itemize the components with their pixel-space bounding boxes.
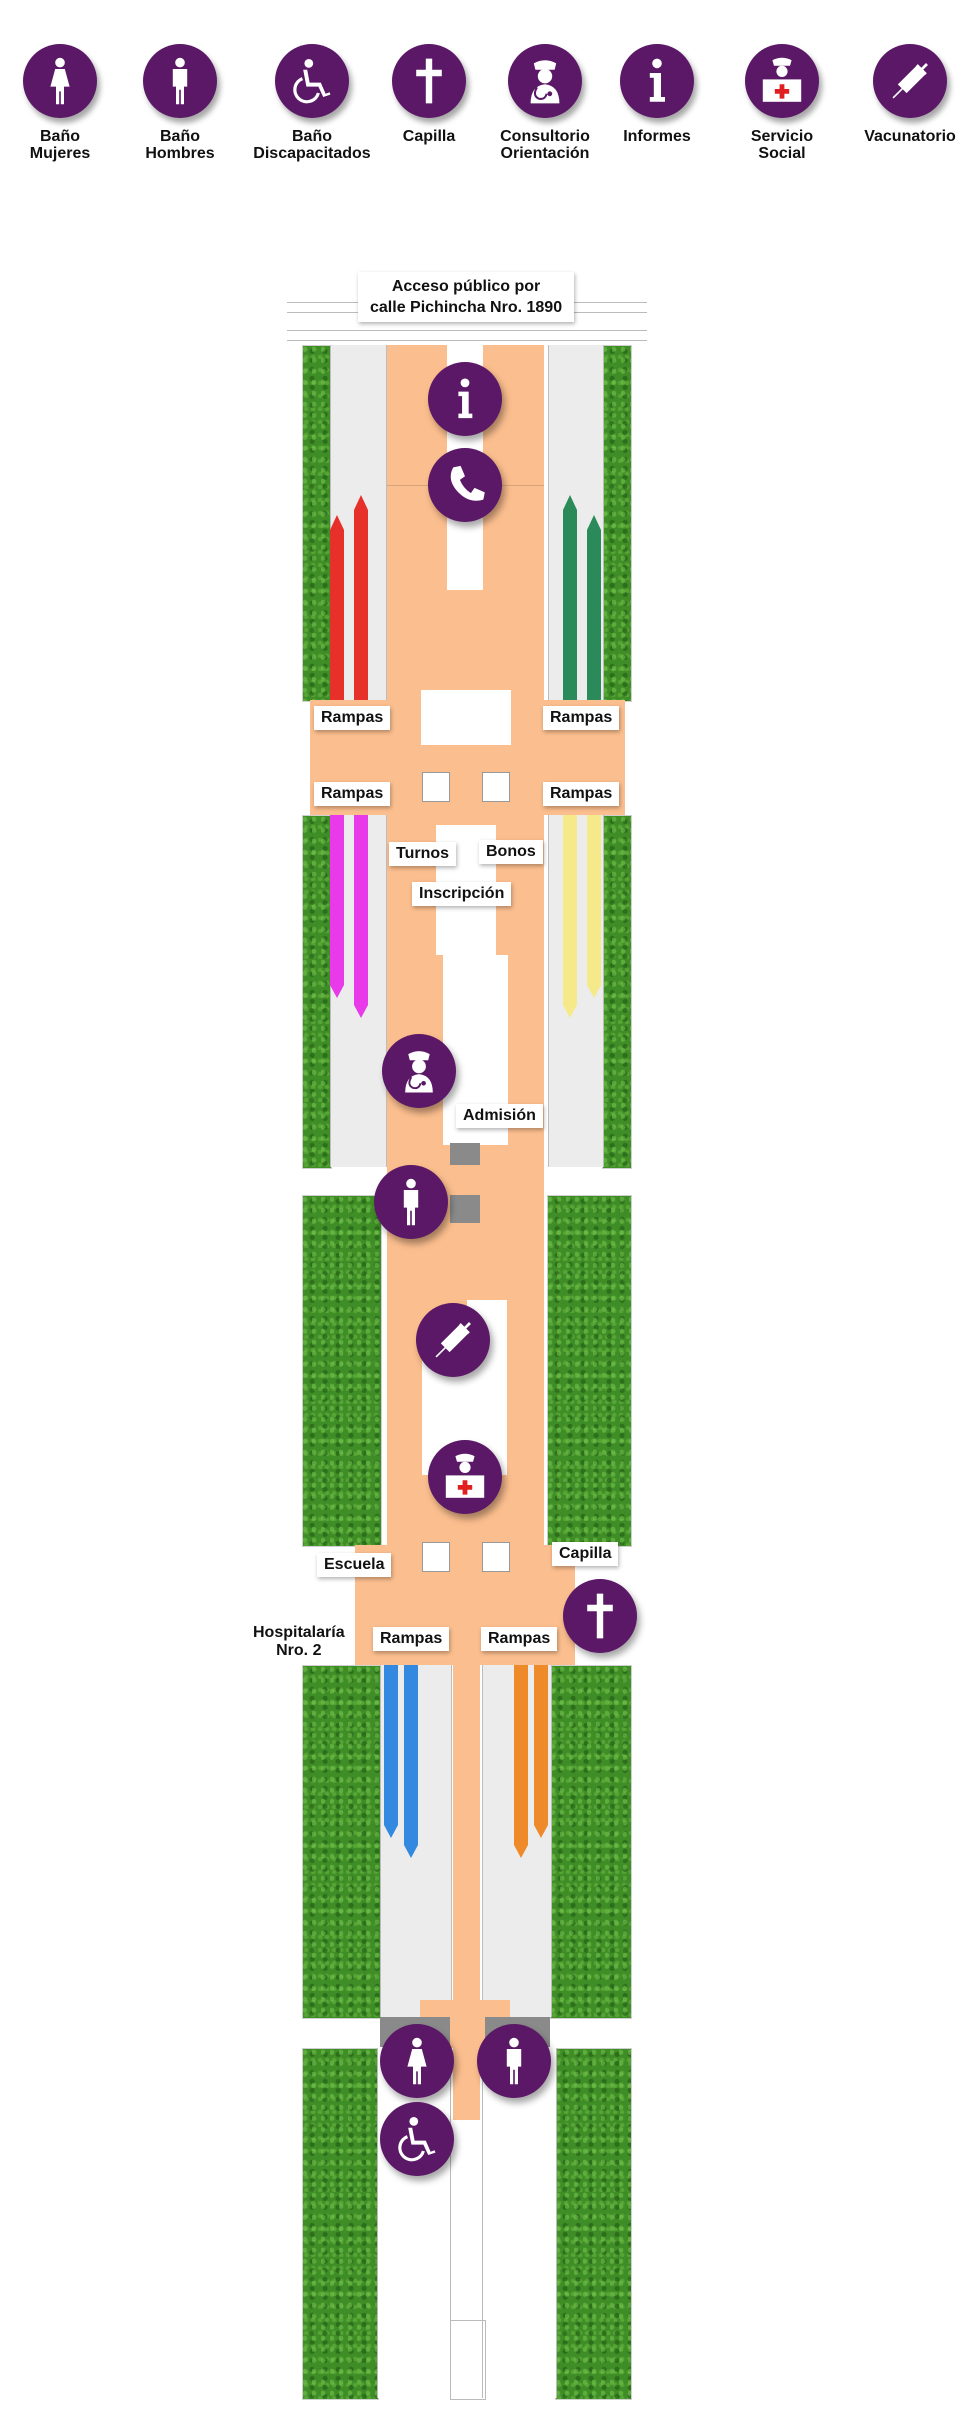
legend-badge: [508, 44, 582, 118]
info-icon: [450, 377, 480, 421]
garden-e3: [550, 1665, 632, 2019]
legend-item: Baño Hombres: [110, 44, 250, 162]
entrance-label: Acceso público por calle Pichincha Nro. …: [358, 272, 575, 322]
garden-w1: [302, 815, 332, 1169]
turnos-label: Turnos: [389, 842, 457, 866]
consultorio-poi[interactable]: [382, 1034, 456, 1108]
capilla-poi[interactable]: [563, 1579, 637, 1653]
bonos-label: Bonos: [479, 840, 543, 864]
legend-item: Baño Discapacitados: [242, 44, 382, 162]
legend-badge: [275, 44, 349, 118]
nurse-icon: [441, 1453, 489, 1501]
vacunatorio-poi[interactable]: [416, 1303, 490, 1377]
legend-badge: [143, 44, 217, 118]
hospitalaria-label: Hospitalaría Nro. 2: [253, 1624, 345, 1659]
servicio-social-poi[interactable]: [428, 1440, 502, 1514]
doctor-icon: [396, 1048, 442, 1094]
legend-label: Vacunatorio: [864, 128, 956, 145]
garden-e1: [602, 815, 632, 1169]
woman-icon: [401, 2037, 433, 2085]
garden-w3: [302, 1665, 382, 2019]
rampas-label-sw: Rampas: [373, 1627, 450, 1651]
garden-nw: [302, 345, 332, 702]
legend-item: Vacunatorio: [840, 44, 970, 145]
legend-badge: [23, 44, 97, 118]
legend-label: Servicio Social: [750, 128, 814, 162]
man-icon: [395, 1178, 427, 1226]
legend-badge: [745, 44, 819, 118]
legend-item: Servicio Social: [712, 44, 852, 162]
admision-label: Admisión: [456, 1104, 543, 1128]
escuela-label: Escuela: [317, 1553, 392, 1577]
syringe-icon: [429, 1316, 477, 1364]
telefono-poi[interactable]: [428, 448, 502, 522]
rampas-label-w: Rampas: [314, 782, 391, 806]
legend-item: Informes: [587, 44, 727, 145]
garden-e2: [547, 1195, 632, 1547]
capilla-label: Capilla: [552, 1542, 619, 1566]
bano-hombres-poi-2[interactable]: [477, 2024, 551, 2098]
bano-discapacitados-poi[interactable]: [380, 2102, 454, 2176]
rampas-label-se: Rampas: [481, 1627, 558, 1651]
rampas-label-nw: Rampas: [314, 706, 391, 730]
legend-item: Consultorio Orientación: [475, 44, 615, 162]
legend-item: Capilla: [359, 44, 499, 145]
legend-label: Baño Hombres: [145, 128, 215, 162]
legend-label: Capilla: [402, 128, 456, 145]
phone-icon: [443, 463, 487, 507]
rampas-label-e: Rampas: [543, 782, 620, 806]
legend-label: Informes: [623, 128, 691, 145]
cross-icon: [584, 1592, 616, 1640]
bano-hombres-poi-1[interactable]: [374, 1165, 448, 1239]
rampas-label-ne: Rampas: [543, 706, 620, 730]
legend-label: Consultorio Orientación: [500, 128, 590, 162]
garden-e4: [555, 2048, 632, 2400]
legend-item: Baño Mujeres: [0, 44, 130, 162]
garden-w2: [302, 1195, 382, 1547]
garden-w4: [302, 2048, 379, 2400]
man-icon: [498, 2037, 530, 2085]
wheelchair-icon: [393, 2115, 441, 2163]
inscripcion-label: Inscripción: [412, 882, 512, 906]
legend-badge: [392, 44, 466, 118]
informes-poi[interactable]: [428, 362, 502, 436]
legend-badge: [873, 44, 947, 118]
legend-label: Baño Discapacitados: [253, 128, 371, 162]
legend-label: Baño Mujeres: [29, 128, 91, 162]
bano-mujeres-poi[interactable]: [380, 2024, 454, 2098]
legend-badge: [620, 44, 694, 118]
